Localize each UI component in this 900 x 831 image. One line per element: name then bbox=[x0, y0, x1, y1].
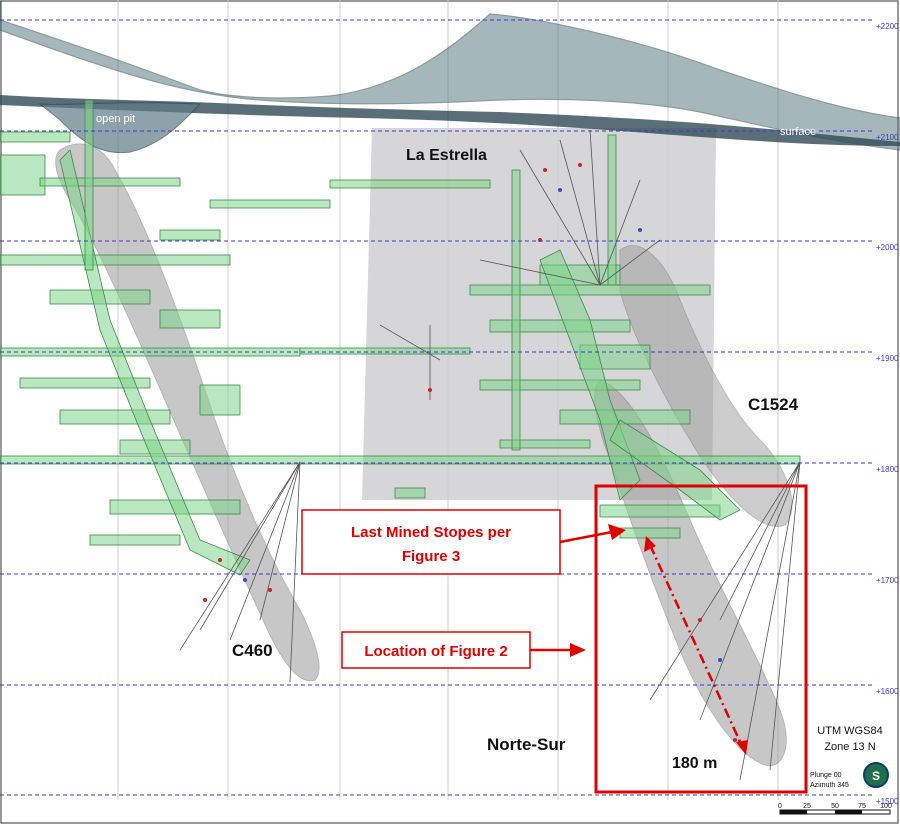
stopes-arrow-head bbox=[608, 524, 626, 540]
stopes-callout-line2: Figure 3 bbox=[402, 548, 460, 565]
assay-points bbox=[203, 163, 737, 742]
elevation-label: +2200 bbox=[876, 22, 899, 31]
elevation-label: +1600 bbox=[876, 687, 899, 696]
underground-workings bbox=[0, 99, 801, 576]
distance-label: 180 m bbox=[672, 755, 717, 772]
surface-label: surface bbox=[780, 126, 816, 138]
figure2-callout-text: Location of Figure 2 bbox=[364, 643, 507, 660]
scale-bar: 0 25 50 75 100 bbox=[778, 803, 892, 815]
figure2-callout-box bbox=[341, 631, 531, 669]
elevation-label: +1700 bbox=[876, 576, 899, 585]
elevation-label: +2100 bbox=[876, 133, 899, 142]
scale-tick: 75 bbox=[858, 803, 866, 810]
stopes-arrow-line bbox=[559, 530, 613, 544]
distance-arrow-bottom bbox=[736, 740, 748, 755]
open-pit-label: open pit bbox=[96, 113, 135, 125]
elevation-label: +2000 bbox=[876, 243, 899, 252]
figure-2-location-box bbox=[594, 484, 808, 794]
figure2-arrow-head bbox=[570, 643, 586, 657]
scale-tick: 25 bbox=[803, 803, 811, 810]
scale-tick: 100 bbox=[880, 803, 892, 810]
surface-base-line bbox=[0, 95, 900, 146]
la-estrella-label: La Estrella bbox=[406, 147, 487, 164]
distance-arrow-top bbox=[644, 536, 656, 552]
surface-topography bbox=[0, 0, 900, 151]
drill-holes bbox=[179, 129, 801, 781]
software-logo-letter: S bbox=[872, 769, 880, 783]
utm-line2: Zone 13 N bbox=[824, 741, 875, 753]
utm-line1: UTM WGS84 bbox=[817, 725, 882, 737]
scale-tick: 0 bbox=[778, 803, 782, 810]
elevation-labels: +2200 +2100 +2000 +1900 +1800 +1700 +160… bbox=[876, 22, 899, 806]
c1524-label: C1524 bbox=[748, 395, 799, 414]
elevation-label: +1500 bbox=[876, 797, 899, 806]
c460-label: C460 bbox=[232, 641, 273, 660]
software-logo-icon bbox=[863, 762, 889, 788]
elevation-label: +1800 bbox=[876, 465, 899, 474]
stopes-callout-line1: Last Mined Stopes per bbox=[351, 524, 511, 541]
norte-sur-label: Norte-Sur bbox=[487, 735, 566, 754]
elevation-label: +1900 bbox=[876, 354, 899, 363]
scale-tick: 50 bbox=[831, 803, 839, 810]
azimuth-text: Azimuth 345 bbox=[810, 782, 849, 789]
distance-line bbox=[648, 544, 744, 747]
plunge-text: Plunge 00 bbox=[810, 772, 842, 779]
